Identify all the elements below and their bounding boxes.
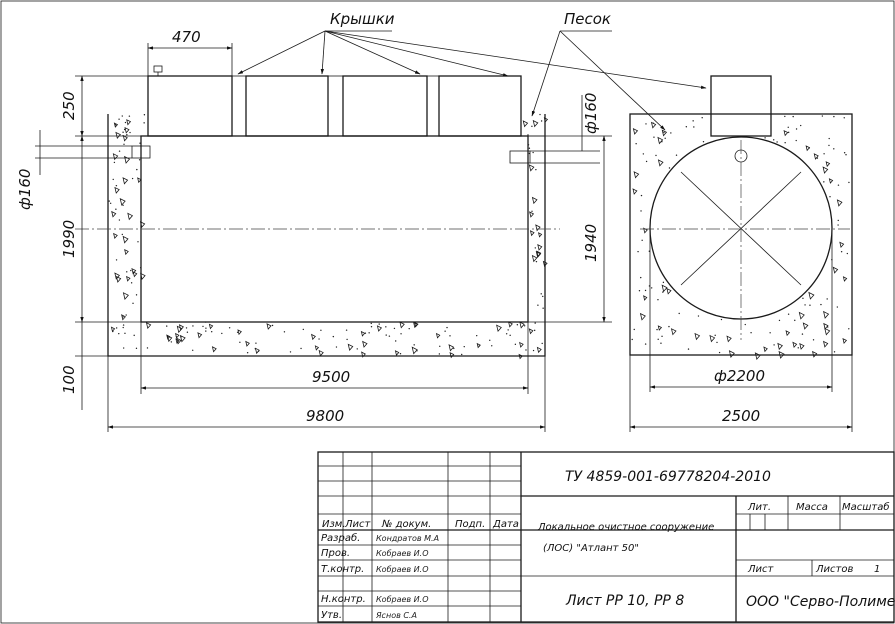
dim-pit-length: 9800	[306, 407, 344, 425]
cover-3	[342, 75, 428, 137]
dim-cover-width: 470	[172, 28, 201, 46]
cover-4	[438, 75, 522, 137]
dim-pipe-left: ф160	[16, 169, 34, 210]
vent-pipe	[153, 65, 163, 73]
tb-col-izm: Изм.	[322, 519, 346, 530]
tb-lit: Лит.	[747, 502, 771, 513]
label-sand: Песок	[564, 10, 611, 28]
inlet-pipe	[131, 145, 151, 159]
tb-col-date: Дата	[492, 519, 519, 530]
tb-role-name: Кондратов М.А	[376, 534, 439, 543]
tb-company: ООО "Серво-Полимер"	[746, 594, 895, 610]
tb-role-name: Кобраев И.О	[376, 595, 429, 604]
dim-pit-width: 2500	[722, 407, 760, 425]
dim-pipe-right: ф160	[582, 93, 600, 134]
tb-list-label: Лист	[747, 564, 775, 575]
tb-role-name: Яснов С.А	[375, 611, 417, 620]
tb-role: Разраб.	[321, 532, 360, 544]
tb-product-line1: Локальное очистное сооружение	[537, 522, 714, 533]
outlet-pipe	[509, 150, 531, 164]
dim-diameter: ф2200	[714, 367, 765, 385]
leaders	[237, 30, 707, 131]
tb-mass: Масса	[796, 502, 828, 513]
tb-col-sign: Подп.	[455, 519, 485, 530]
tb-roles: Разраб. Кондратов М.А Пров. Кобраев И.О Т.ко…	[321, 532, 439, 621]
tb-col-list: Лист	[344, 519, 372, 530]
side-sand-fill	[631, 115, 850, 361]
tb-role: Т.контр.	[321, 564, 364, 575]
tb-role: Пров.	[321, 548, 350, 559]
side-pit-outline	[629, 113, 853, 356]
tb-role-name: Кобраев И.О	[376, 565, 429, 574]
cover-1	[147, 75, 233, 137]
dim-base: 100	[60, 365, 78, 394]
cover-2	[245, 75, 329, 137]
tb-product-line2: (ЛОС) "Атлант 50"	[543, 543, 639, 554]
tb-lists-label: Листов	[815, 564, 853, 575]
front-pit-outline	[107, 114, 546, 357]
front-view	[35, 43, 612, 432]
front-sand-fill	[108, 113, 549, 360]
side-neck	[710, 75, 772, 137]
label-covers: Крышки	[330, 10, 395, 28]
tb-spec: ТУ 4859-001-69778204-2010	[565, 469, 771, 485]
dim-body-length: 9500	[312, 368, 350, 386]
tb-col-doc: № докум.	[381, 519, 431, 530]
tb-sheet-title: Лист РР 10, РР 8	[565, 593, 684, 609]
dim-neck-height: 250	[60, 91, 78, 120]
dim-height-total: 1990	[60, 220, 78, 258]
side-view	[629, 75, 853, 432]
title-block	[317, 451, 895, 623]
tb-scale: Масштаб	[842, 501, 890, 513]
tb-role: Н.контр.	[321, 594, 366, 605]
dim-height-body: 1940	[582, 224, 600, 262]
tb-lists-count: 1	[874, 564, 880, 575]
tb-role: Утв.	[321, 610, 342, 621]
tb-role-name: Кобраев И.О	[376, 549, 429, 558]
